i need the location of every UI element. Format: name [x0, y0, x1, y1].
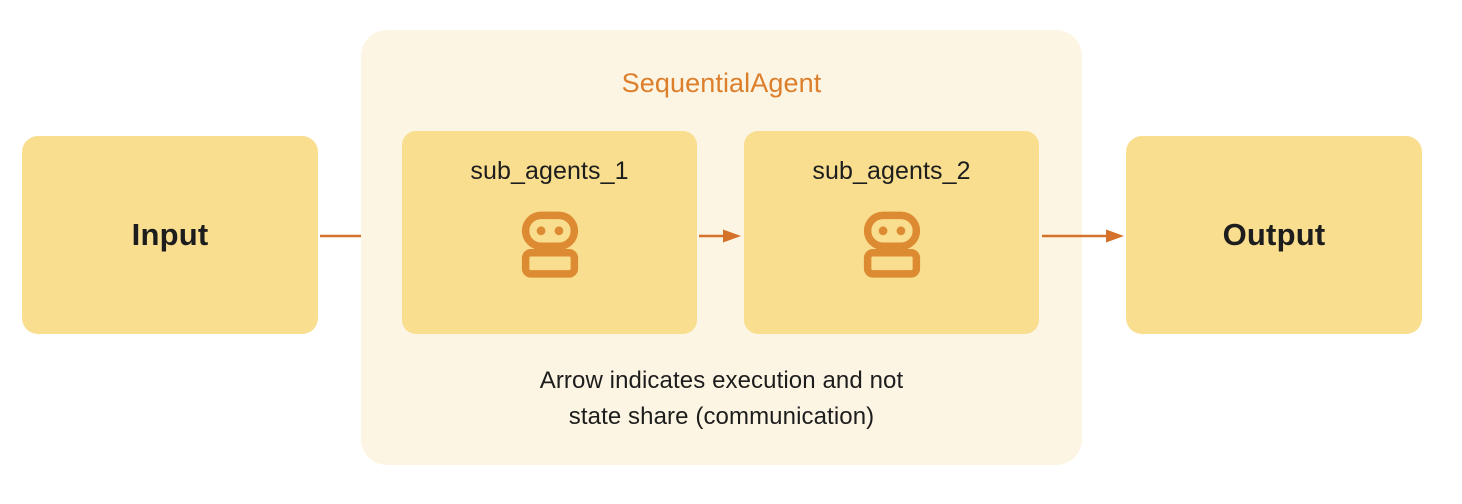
caption-line-2: state share (communication)	[568, 403, 875, 430]
robot-icon	[521, 211, 578, 278]
sub-agent-node-1[interactable]: sub_agents_1	[402, 131, 697, 334]
robot-icon	[863, 211, 920, 278]
input-node[interactable]: Input	[22, 136, 318, 334]
output-node-label: Output	[1222, 217, 1326, 252]
sub-agent-1-label: sub_agents_1	[470, 157, 629, 185]
sequential-agent-title: SequentialAgent	[621, 68, 822, 98]
container-caption: Arrow indicates execution and not state …	[361, 363, 1082, 435]
output-node[interactable]: Output	[1126, 136, 1422, 334]
sub-agent-2-label: sub_agents_2	[812, 157, 971, 185]
sub-agent-node-2[interactable]: sub_agents_2	[744, 131, 1039, 334]
caption-line-1: Arrow indicates execution and not	[539, 367, 904, 394]
input-node-label: Input	[131, 217, 209, 252]
